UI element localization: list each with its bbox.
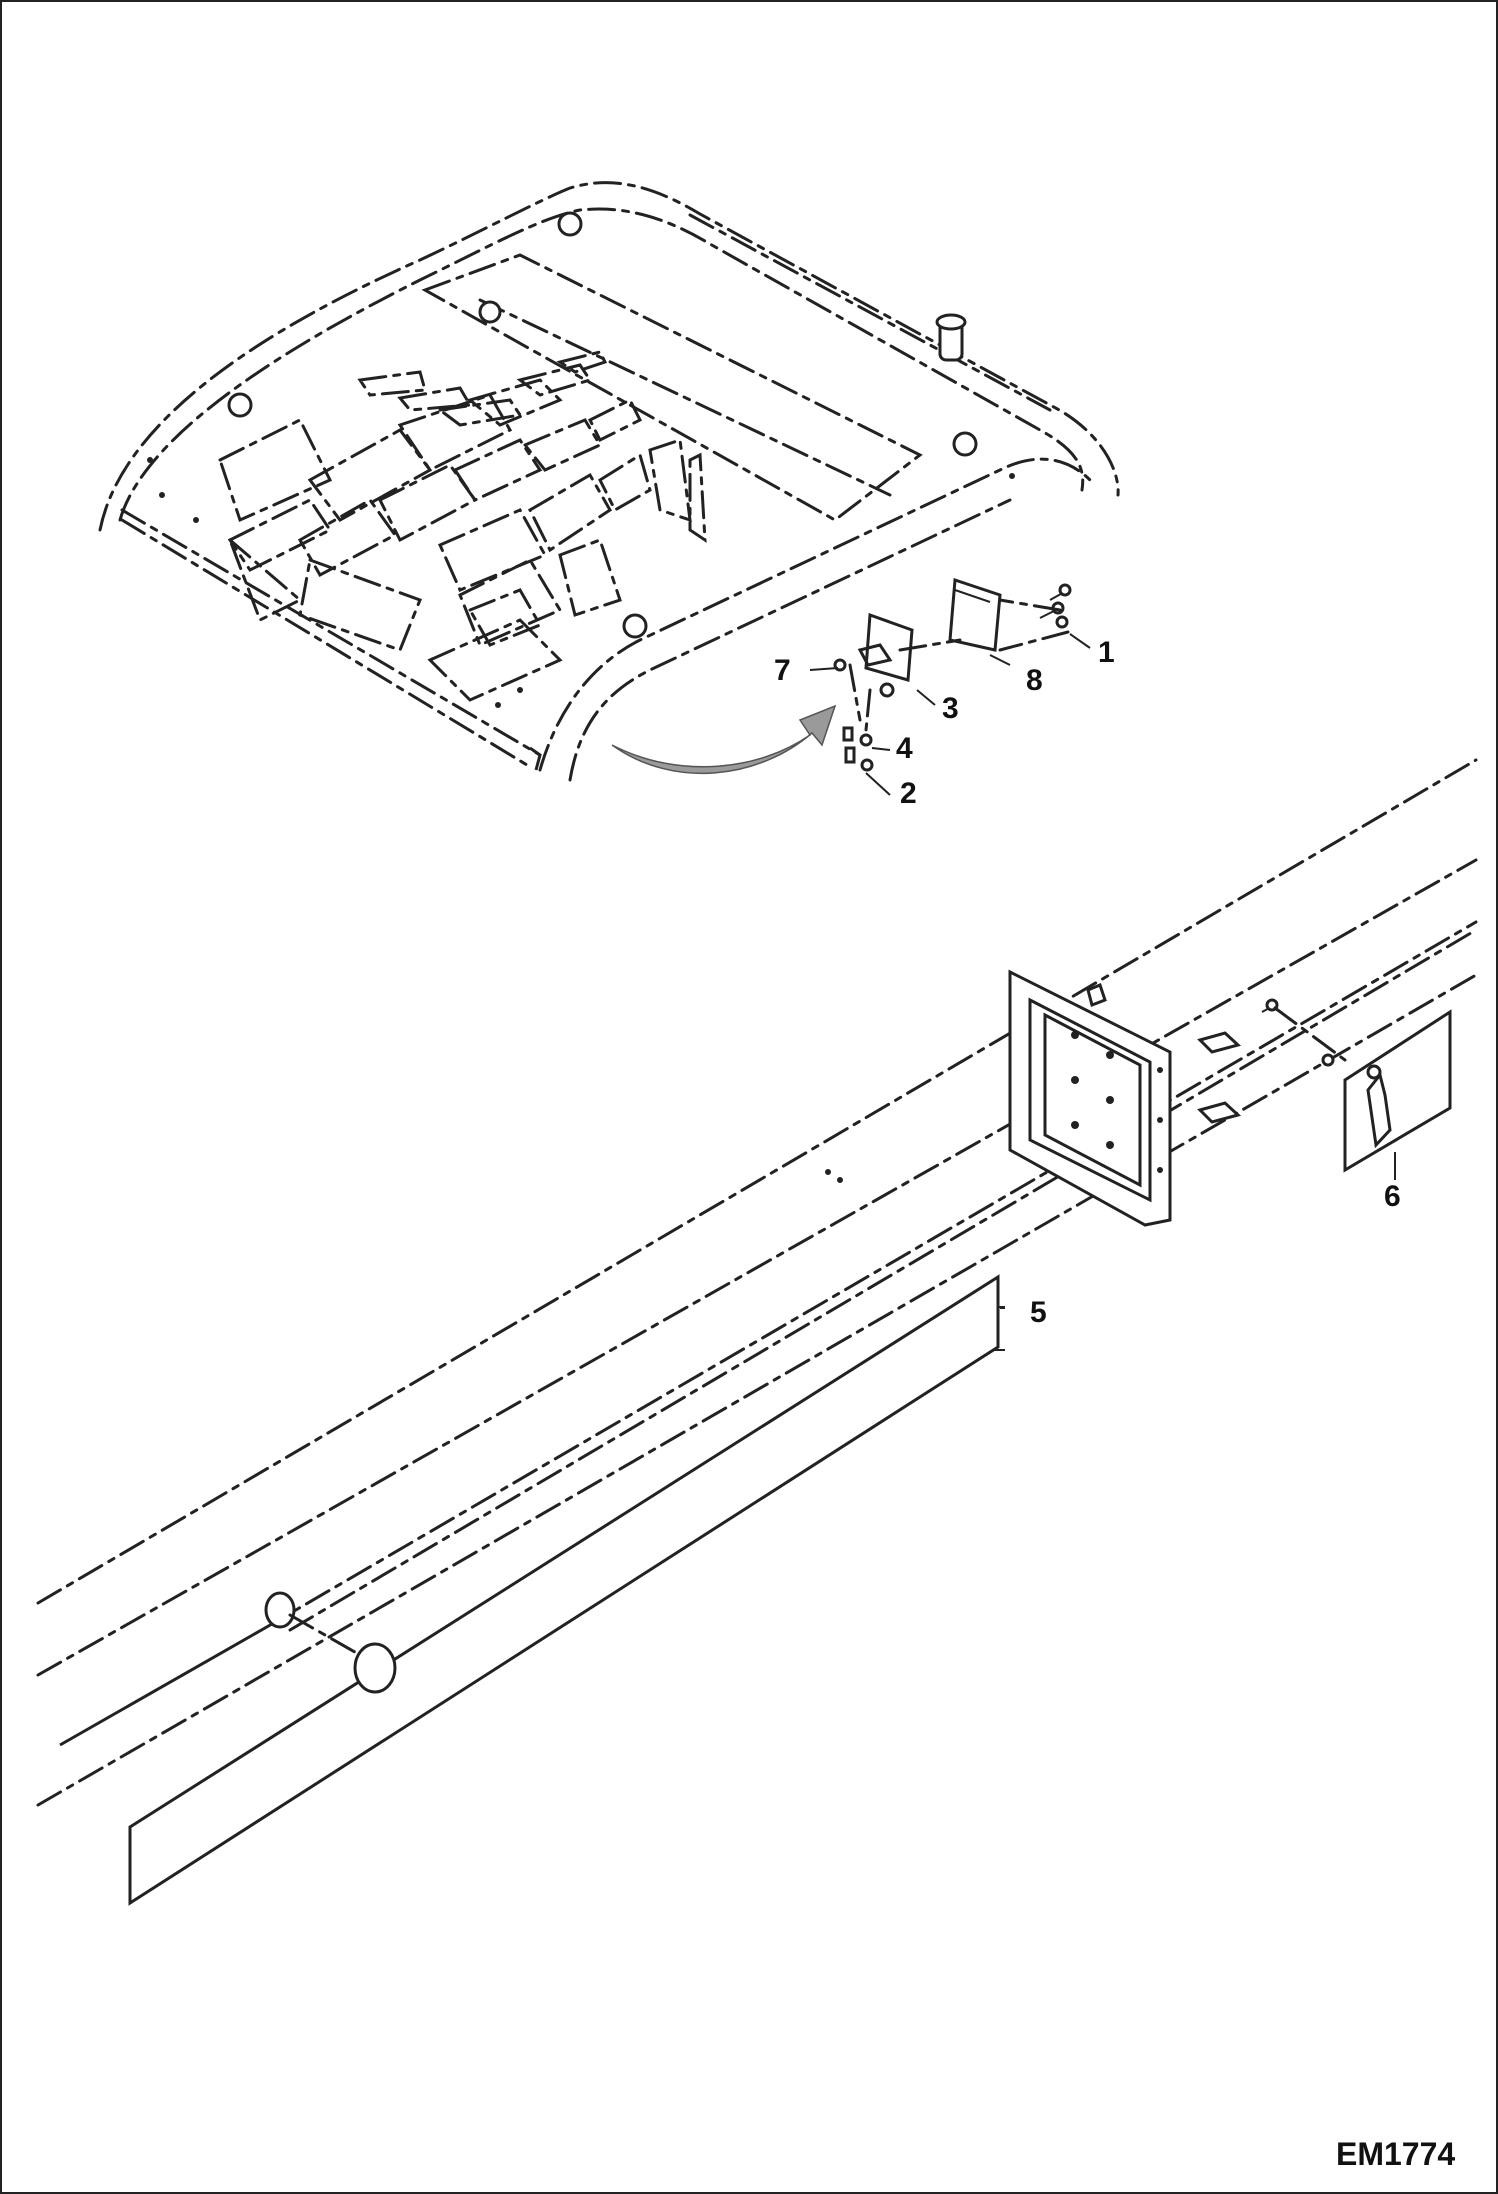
callout-8: 8 [1026, 664, 1043, 697]
callout-leaders [809, 633, 1396, 1351]
cab-roof-assembly [98, 181, 1120, 782]
bracket-detail [833, 577, 1072, 772]
decal-strip-assembly [36, 758, 1478, 1906]
roof-grid-guard [218, 350, 707, 702]
callout-labels: 1 2 3 4 5 6 7 8 [774, 636, 1401, 1329]
callout-5: 5 [1030, 1296, 1047, 1329]
callout-3: 3 [942, 692, 959, 725]
callout-7: 7 [774, 654, 791, 687]
callout-2: 2 [900, 777, 917, 810]
detail-transfer-arrow [611, 704, 837, 775]
callout-1: 1 [1098, 636, 1115, 669]
figure-code: EM1774 [1336, 2136, 1455, 2172]
callout-4: 4 [896, 732, 913, 765]
callout-6: 6 [1384, 1180, 1401, 1213]
